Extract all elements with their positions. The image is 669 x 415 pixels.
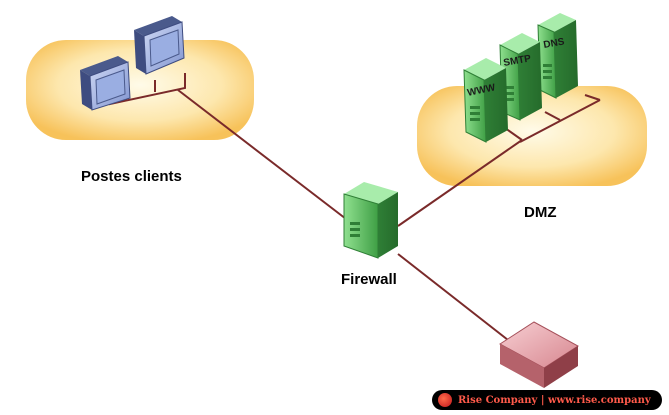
watermark: Rise Company | www.rise.company [432,390,662,410]
server-dns-icon: DNS [537,13,578,99]
link-firewall-dmz [397,139,523,227]
firewall-icon [343,182,398,259]
firewall-label: Firewall [341,271,397,288]
clients-zone-label: Postes clients [81,168,182,185]
router-icon [499,321,579,388]
monitor-icon [134,16,185,75]
link-clients-firewall [177,89,351,223]
server-label-dns: DNS [543,36,566,51]
rise-logo-icon [438,393,452,407]
dmz-zone-label: DMZ [524,204,557,221]
network-links [109,73,601,341]
server-www-icon: WWW [463,58,508,143]
monitor-icon [80,56,131,111]
link-dmz-smtp [544,111,561,121]
watermark-text: Rise Company | www.rise.company [458,394,651,406]
link-firewall-router [397,253,509,341]
link-dmz-lan [519,99,601,143]
link-dmz-dns [584,94,601,101]
server-smtp-icon: SMTP [499,33,542,121]
clients-zone [26,40,254,140]
server-label-smtp: SMTP [503,53,533,69]
